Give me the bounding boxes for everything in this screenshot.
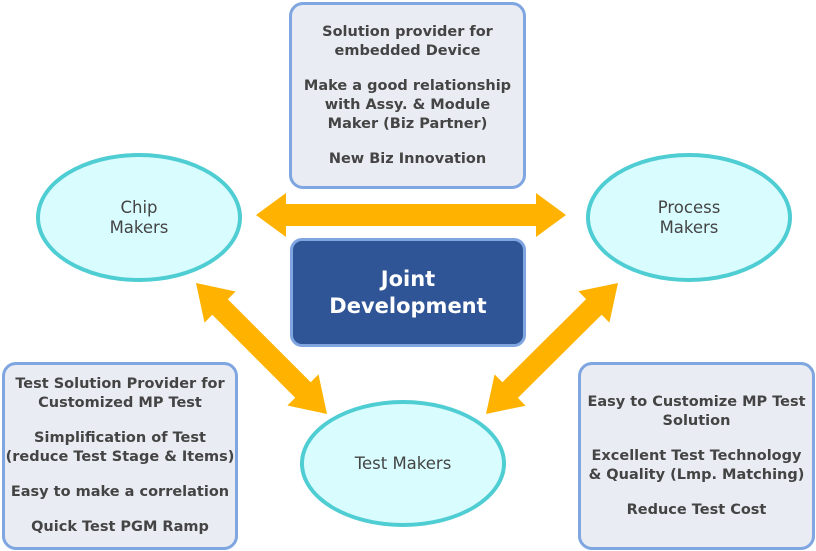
top-benefit-item: Solution provider for embedded Device bbox=[322, 23, 493, 59]
right-benefit-item: Reduce Test Cost bbox=[626, 501, 767, 518]
left-benefit-item: Test Solution Provider for Customized MP… bbox=[15, 376, 225, 411]
left-benefit-item: Quick Test PGM Ramp bbox=[31, 519, 209, 535]
node-chip-makers: Chip Makers bbox=[36, 153, 242, 282]
right-benefit-item: Excellent Test Technology & Quality (Lmp… bbox=[588, 447, 805, 483]
right-benefit-item: Easy to Customize MP Test Solution bbox=[587, 393, 806, 429]
left-benefit-item: Easy to make a correlation bbox=[10, 484, 230, 500]
node-test-makers: Test Makers bbox=[300, 400, 506, 527]
arrow-chip-process bbox=[256, 193, 566, 237]
node-label: Process Makers bbox=[657, 197, 721, 237]
left-benefit-item: Simplification of Test (reduce Test Stag… bbox=[5, 430, 235, 465]
top-benefits-box: Solution provider for embedded Device Ma… bbox=[289, 2, 526, 189]
top-benefit-item: Make a good relationship with Assy. & Mo… bbox=[303, 77, 512, 132]
node-label: Test Makers bbox=[354, 453, 452, 473]
node-label: Chip Makers bbox=[109, 197, 169, 237]
joint-development-box: Joint Development bbox=[290, 238, 526, 347]
node-process-makers: Process Makers bbox=[586, 153, 792, 282]
arrow-chip-test bbox=[196, 283, 327, 414]
arrow-process-test bbox=[486, 283, 618, 414]
center-label: Joint Development bbox=[329, 266, 487, 318]
top-benefit-item: New Biz Innovation bbox=[328, 150, 487, 167]
right-benefits-box: Easy to Customize MP Test Solution Excel… bbox=[578, 362, 815, 550]
left-benefits-box: Test Solution Provider for Customized MP… bbox=[2, 362, 238, 550]
